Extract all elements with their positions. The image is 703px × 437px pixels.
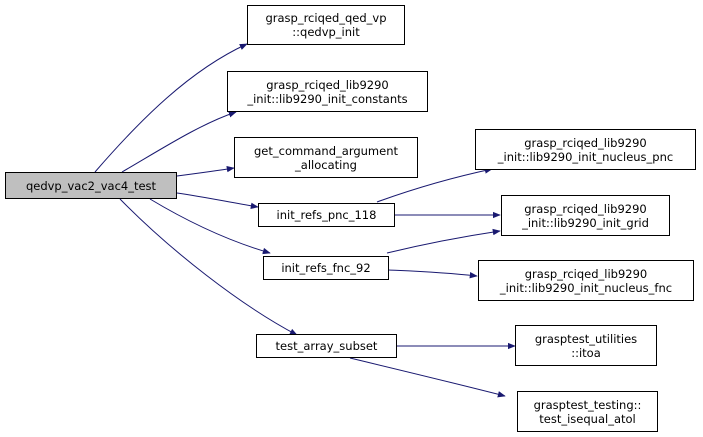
- node-label-line1: grasp_rciqed_qed_vp: [265, 11, 387, 25]
- node-init-refs-fnc-92[interactable]: init_refs_fnc_92: [263, 256, 389, 280]
- node-label-line1: grasp_rciqed_lib9290: [524, 266, 648, 281]
- node-grasptest-utilities-itoa[interactable]: grasptest_utilities ::itoa: [515, 325, 657, 366]
- node-label-line2: _init::lib9290_init_nucleus_fnc: [499, 280, 673, 295]
- node-label: init_refs_pnc_118: [276, 208, 377, 222]
- node-label-line1: grasp_rciqed_lib9290: [524, 201, 647, 216]
- node-label: init_refs_fnc_92: [281, 261, 371, 275]
- node-label-line2: _allocating: [295, 157, 357, 172]
- node-label-line2: _init::lib9290_init_nucleus_pnc: [497, 149, 674, 164]
- node-label-line1: grasptest_utilities: [534, 331, 638, 346]
- node-lib9290-init-grid[interactable]: grasp_rciqed_lib9290 _init::lib9290_init…: [501, 195, 670, 236]
- node-lib9290-init-nucleus-fnc[interactable]: grasp_rciqed_lib9290 _init::lib9290_init…: [478, 260, 694, 301]
- node-label-line2: ::qedvp_init: [292, 25, 360, 39]
- node-label-line2: _init::lib9290_init_constants: [247, 91, 408, 106]
- node-lib9290-init-nucleus-pnc[interactable]: grasp_rciqed_lib9290 _init::lib9290_init…: [475, 129, 696, 170]
- node-grasptest-testing-test-isequal-atol[interactable]: grasptest_testing:: test_isequal_atol: [517, 391, 658, 432]
- edge-fnc92-to-nucleus-fnc: [388, 269, 478, 279]
- edge-root-to-get-command-argument: [176, 165, 235, 177]
- edge-subset-to-isequal-atol: [349, 357, 506, 398]
- edge-root-to-init-refs-fnc-92: [149, 198, 271, 255]
- node-label: qedvp_vac2_vac4_test: [25, 178, 157, 193]
- edge-root-to-init-refs-pnc-118: [176, 192, 259, 209]
- node-lib9290-init-constants[interactable]: grasp_rciqed_lib9290 _init::lib9290_init…: [227, 71, 428, 112]
- edge-root-to-lib9290-init-constants: [121, 111, 237, 173]
- node-label-line1: grasptest_testing::: [533, 397, 642, 412]
- edge-root-to-qedvp-init: [94, 43, 248, 173]
- edge-fnc92-to-init-grid: [386, 228, 501, 254]
- node-get-command-argument-allocating[interactable]: get_command_argument _allocating: [234, 137, 418, 178]
- node-label-line2: _init::lib9290_init_grid: [522, 215, 649, 230]
- node-label-line1: get_command_argument: [253, 143, 399, 158]
- root-node-qedvp-vac2-vac4-test: qedvp_vac2_vac4_test: [5, 172, 177, 199]
- node-label-line2: ::itoa: [571, 345, 601, 360]
- node-init-refs-pnc-118[interactable]: init_refs_pnc_118: [258, 203, 395, 227]
- edge-root-to-test-array-subset: [119, 198, 298, 336]
- node-qedvp-init[interactable]: grasp_rciqed_qed_vp ::qedvp_init: [247, 5, 405, 45]
- node-label-line1: grasp_rciqed_lib9290: [524, 135, 647, 150]
- node-label: test_array_subset: [275, 339, 378, 353]
- edge-pnc118-to-nucleus-pnc: [376, 167, 493, 203]
- node-test-array-subset[interactable]: test_array_subset: [256, 334, 397, 358]
- node-label-line1: grasp_rciqed_lib9290: [266, 77, 389, 92]
- node-label-line2: test_isequal_atol: [539, 411, 636, 426]
